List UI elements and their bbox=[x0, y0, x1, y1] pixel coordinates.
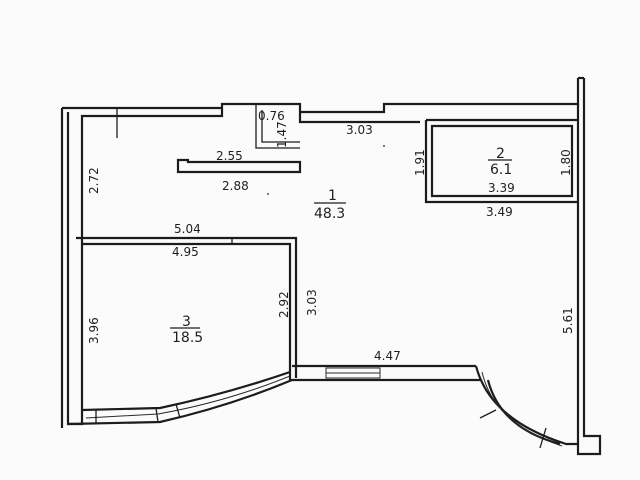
room-3-number: 3 bbox=[182, 314, 191, 330]
bay-window bbox=[474, 365, 578, 449]
room-3-walls bbox=[76, 236, 298, 380]
dim-2-55: 2.55 bbox=[216, 149, 243, 163]
room-1-number: 1 bbox=[328, 188, 337, 204]
dim-5-04: 5.04 bbox=[174, 222, 201, 236]
dim-2-72: 2.72 bbox=[87, 167, 101, 194]
dim-3-96: 3.96 bbox=[87, 317, 101, 344]
dim-4-47: 4.47 bbox=[374, 349, 401, 363]
room-2-number: 2 bbox=[496, 146, 505, 162]
dim-3-49: 3.49 bbox=[486, 205, 513, 219]
room-1-label: 1 48.3 bbox=[314, 188, 346, 222]
dim-1-80: 1.80 bbox=[559, 149, 573, 176]
wall-stub bbox=[104, 108, 128, 138]
room-1-area: 48.3 bbox=[314, 206, 345, 222]
dim-3-03-mid: 3.03 bbox=[305, 289, 319, 316]
room-2-area: 6.1 bbox=[490, 162, 512, 178]
niche-0-76 bbox=[255, 104, 300, 149]
dim-2-92: 2.92 bbox=[277, 291, 291, 318]
room-3-label: 3 18.5 bbox=[170, 314, 203, 346]
room-3-area: 18.5 bbox=[172, 330, 203, 346]
room-2-label: 2 6.1 bbox=[488, 146, 512, 178]
marker-dot bbox=[267, 145, 385, 195]
dim-3-03-top: 3.03 bbox=[346, 123, 373, 137]
dim-3-39: 3.39 bbox=[488, 181, 515, 195]
dim-1-47: 1.47 bbox=[275, 121, 289, 148]
room-2-walls bbox=[424, 118, 578, 204]
dim-2-88: 2.88 bbox=[222, 179, 249, 193]
dim-4-95: 4.95 bbox=[172, 245, 199, 259]
dim-5-61: 5.61 bbox=[561, 307, 575, 334]
dim-1-91: 1.91 bbox=[413, 149, 427, 176]
outer-walls bbox=[60, 76, 602, 456]
dim-0-76: 0.76 bbox=[258, 109, 285, 123]
bottom-wall-left bbox=[67, 370, 293, 426]
partition-2-55 bbox=[176, 158, 302, 174]
bottom-wall-middle bbox=[290, 364, 480, 382]
